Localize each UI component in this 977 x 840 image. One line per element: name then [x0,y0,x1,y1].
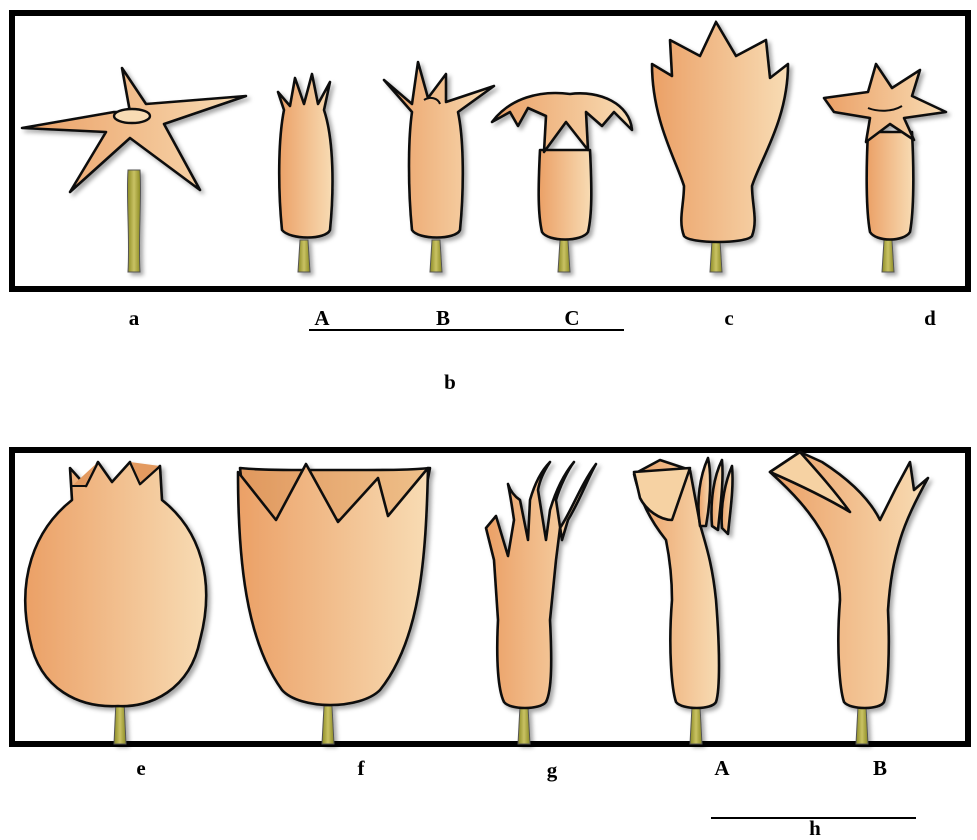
flower-e-urceolate [25,462,206,744]
label-b-c: C [564,308,579,329]
label-b-group: b [444,372,456,393]
flower-h-a-bilabiate [634,458,733,744]
flower-g-ligulate [486,462,596,744]
flower-b-b-tubular-flaring [384,62,494,272]
flower-b-a-tubular [278,74,332,272]
flower-h-b-bilabiate [770,452,928,744]
flower-c-funnel [652,22,788,272]
flower-f-campanulate [238,464,430,744]
flower-a-rotate [22,68,246,272]
label-c: c [724,308,733,329]
label-a: a [129,308,140,329]
label-d: d [924,308,936,329]
label-g: g [547,760,558,781]
label-b-b: B [436,308,450,329]
label-e: e [136,758,145,779]
label-f: f [358,758,365,779]
label-h-b: B [873,758,887,779]
label-b-a: A [314,308,329,329]
group-b-underline [309,329,624,331]
flower-b-c-reflexed [492,93,632,272]
flower-d-salverform [824,64,946,272]
label-h-a: A [714,758,729,779]
label-h-group: h [809,818,821,839]
